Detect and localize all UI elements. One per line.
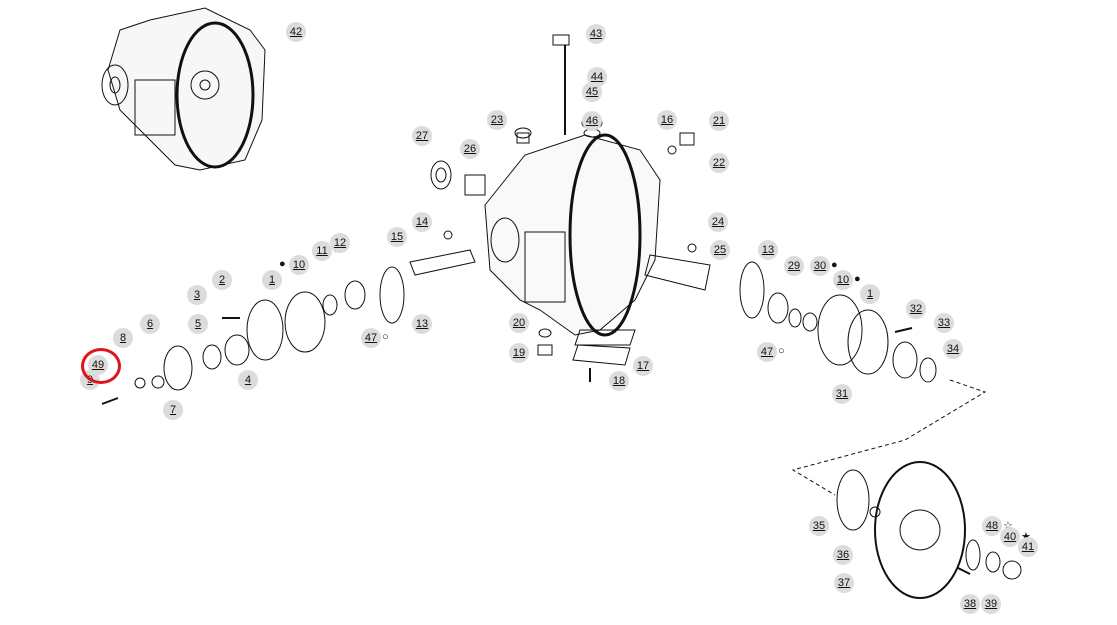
callout-34[interactable]: 34 — [943, 339, 963, 359]
callout-18[interactable]: 18 — [609, 371, 629, 391]
callout-16[interactable]: 16 — [657, 110, 677, 130]
callout-4[interactable]: 4 — [238, 370, 258, 390]
callout-30-symbol: ● — [831, 259, 838, 271]
callout-1b[interactable]: 1 — [860, 284, 880, 304]
callout-10b-symbol: ● — [854, 273, 861, 285]
callout-6[interactable]: 6 — [140, 314, 160, 334]
callout-39[interactable]: 39 — [981, 594, 1001, 614]
callout-45[interactable]: 45 — [582, 82, 602, 102]
callout-3[interactable]: 3 — [187, 285, 207, 305]
callout-27[interactable]: 27 — [412, 126, 432, 146]
callout-36[interactable]: 36 — [833, 545, 853, 565]
callout-30[interactable]: 30 — [810, 256, 830, 276]
callout-20[interactable]: 20 — [509, 313, 529, 333]
callout-8[interactable]: 8 — [113, 328, 133, 348]
callout-26[interactable]: 26 — [460, 139, 480, 159]
callout-24[interactable]: 24 — [708, 212, 728, 232]
callout-29[interactable]: 29 — [784, 256, 804, 276]
callout-23[interactable]: 23 — [487, 110, 507, 130]
callout-12[interactable]: 12 — [330, 233, 350, 253]
callout-17[interactable]: 17 — [633, 356, 653, 376]
callout-15[interactable]: 15 — [387, 227, 407, 247]
callout-7[interactable]: 7 — [163, 400, 183, 420]
highlight-ring-49 — [81, 348, 121, 384]
callout-41[interactable]: 41 — [1018, 537, 1038, 557]
callout-2[interactable]: 2 — [212, 270, 232, 290]
callout-14[interactable]: 14 — [412, 212, 432, 232]
callout-10a-symbol: ● — [279, 258, 286, 270]
callout-47b[interactable]: 47 — [757, 342, 777, 362]
callout-32[interactable]: 32 — [906, 299, 926, 319]
callout-47a[interactable]: 47 — [361, 328, 381, 348]
callout-5[interactable]: 5 — [188, 314, 208, 334]
callout-48[interactable]: 48 — [982, 516, 1002, 536]
callout-13b[interactable]: 13 — [758, 240, 778, 260]
callout-11[interactable]: 11 — [312, 241, 332, 261]
callout-46[interactable]: 46 — [582, 111, 602, 131]
gear-housing — [484, 133, 661, 346]
callout-13a[interactable]: 13 — [412, 314, 432, 334]
callout-40[interactable]: 40 — [1000, 527, 1020, 547]
callout-31[interactable]: 31 — [832, 384, 852, 404]
callout-35[interactable]: 35 — [809, 516, 829, 536]
callout-48-symbol: ☆ — [1003, 520, 1013, 532]
callout-42[interactable]: 42 — [286, 22, 306, 42]
callout-10b[interactable]: 10 — [833, 270, 853, 290]
callout-33[interactable]: 33 — [934, 313, 954, 333]
assembled-housing-inset — [101, 7, 266, 171]
callout-25[interactable]: 25 — [710, 240, 730, 260]
callout-43[interactable]: 43 — [586, 24, 606, 44]
callout-38[interactable]: 38 — [960, 594, 980, 614]
callout-1a[interactable]: 1 — [262, 270, 282, 290]
callout-47a-symbol: ○ — [382, 331, 389, 343]
callout-19[interactable]: 19 — [509, 343, 529, 363]
callout-22[interactable]: 22 — [709, 153, 729, 173]
callout-21[interactable]: 21 — [709, 111, 729, 131]
callout-10a[interactable]: 10 — [289, 255, 309, 275]
callout-37[interactable]: 37 — [834, 573, 854, 593]
callout-47b-symbol: ○ — [778, 345, 785, 357]
